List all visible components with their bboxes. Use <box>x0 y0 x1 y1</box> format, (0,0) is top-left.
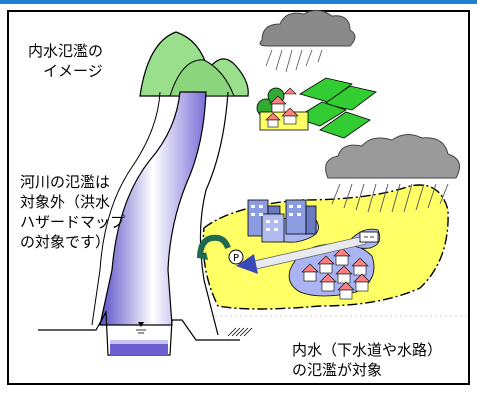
river-channel <box>38 91 240 356</box>
drainage-arrow <box>236 231 379 274</box>
inland-flood-target-label: 内水（下水道や水路） の氾濫が対象 <box>292 341 443 379</box>
pump-icon: P <box>197 234 244 265</box>
river-flood-excluded-label: 河川の氾濫は 対象外（洪水 ハザードマップ の対象です） <box>20 173 126 251</box>
inland-flood-image-label: 内水氾濫の イメージ <box>28 42 104 80</box>
rain-cloud-icon <box>325 134 461 213</box>
pump-letter: P <box>233 253 239 264</box>
rain-cloud-icon <box>259 10 356 73</box>
rice-fields <box>295 77 377 139</box>
house-icon <box>301 247 371 300</box>
water-level-icon <box>136 322 146 334</box>
top-accent-bar <box>0 0 477 4</box>
house-icon <box>256 87 309 131</box>
diagram-frame <box>7 10 470 385</box>
building-icon <box>247 199 317 243</box>
mountain-icon <box>139 31 249 97</box>
